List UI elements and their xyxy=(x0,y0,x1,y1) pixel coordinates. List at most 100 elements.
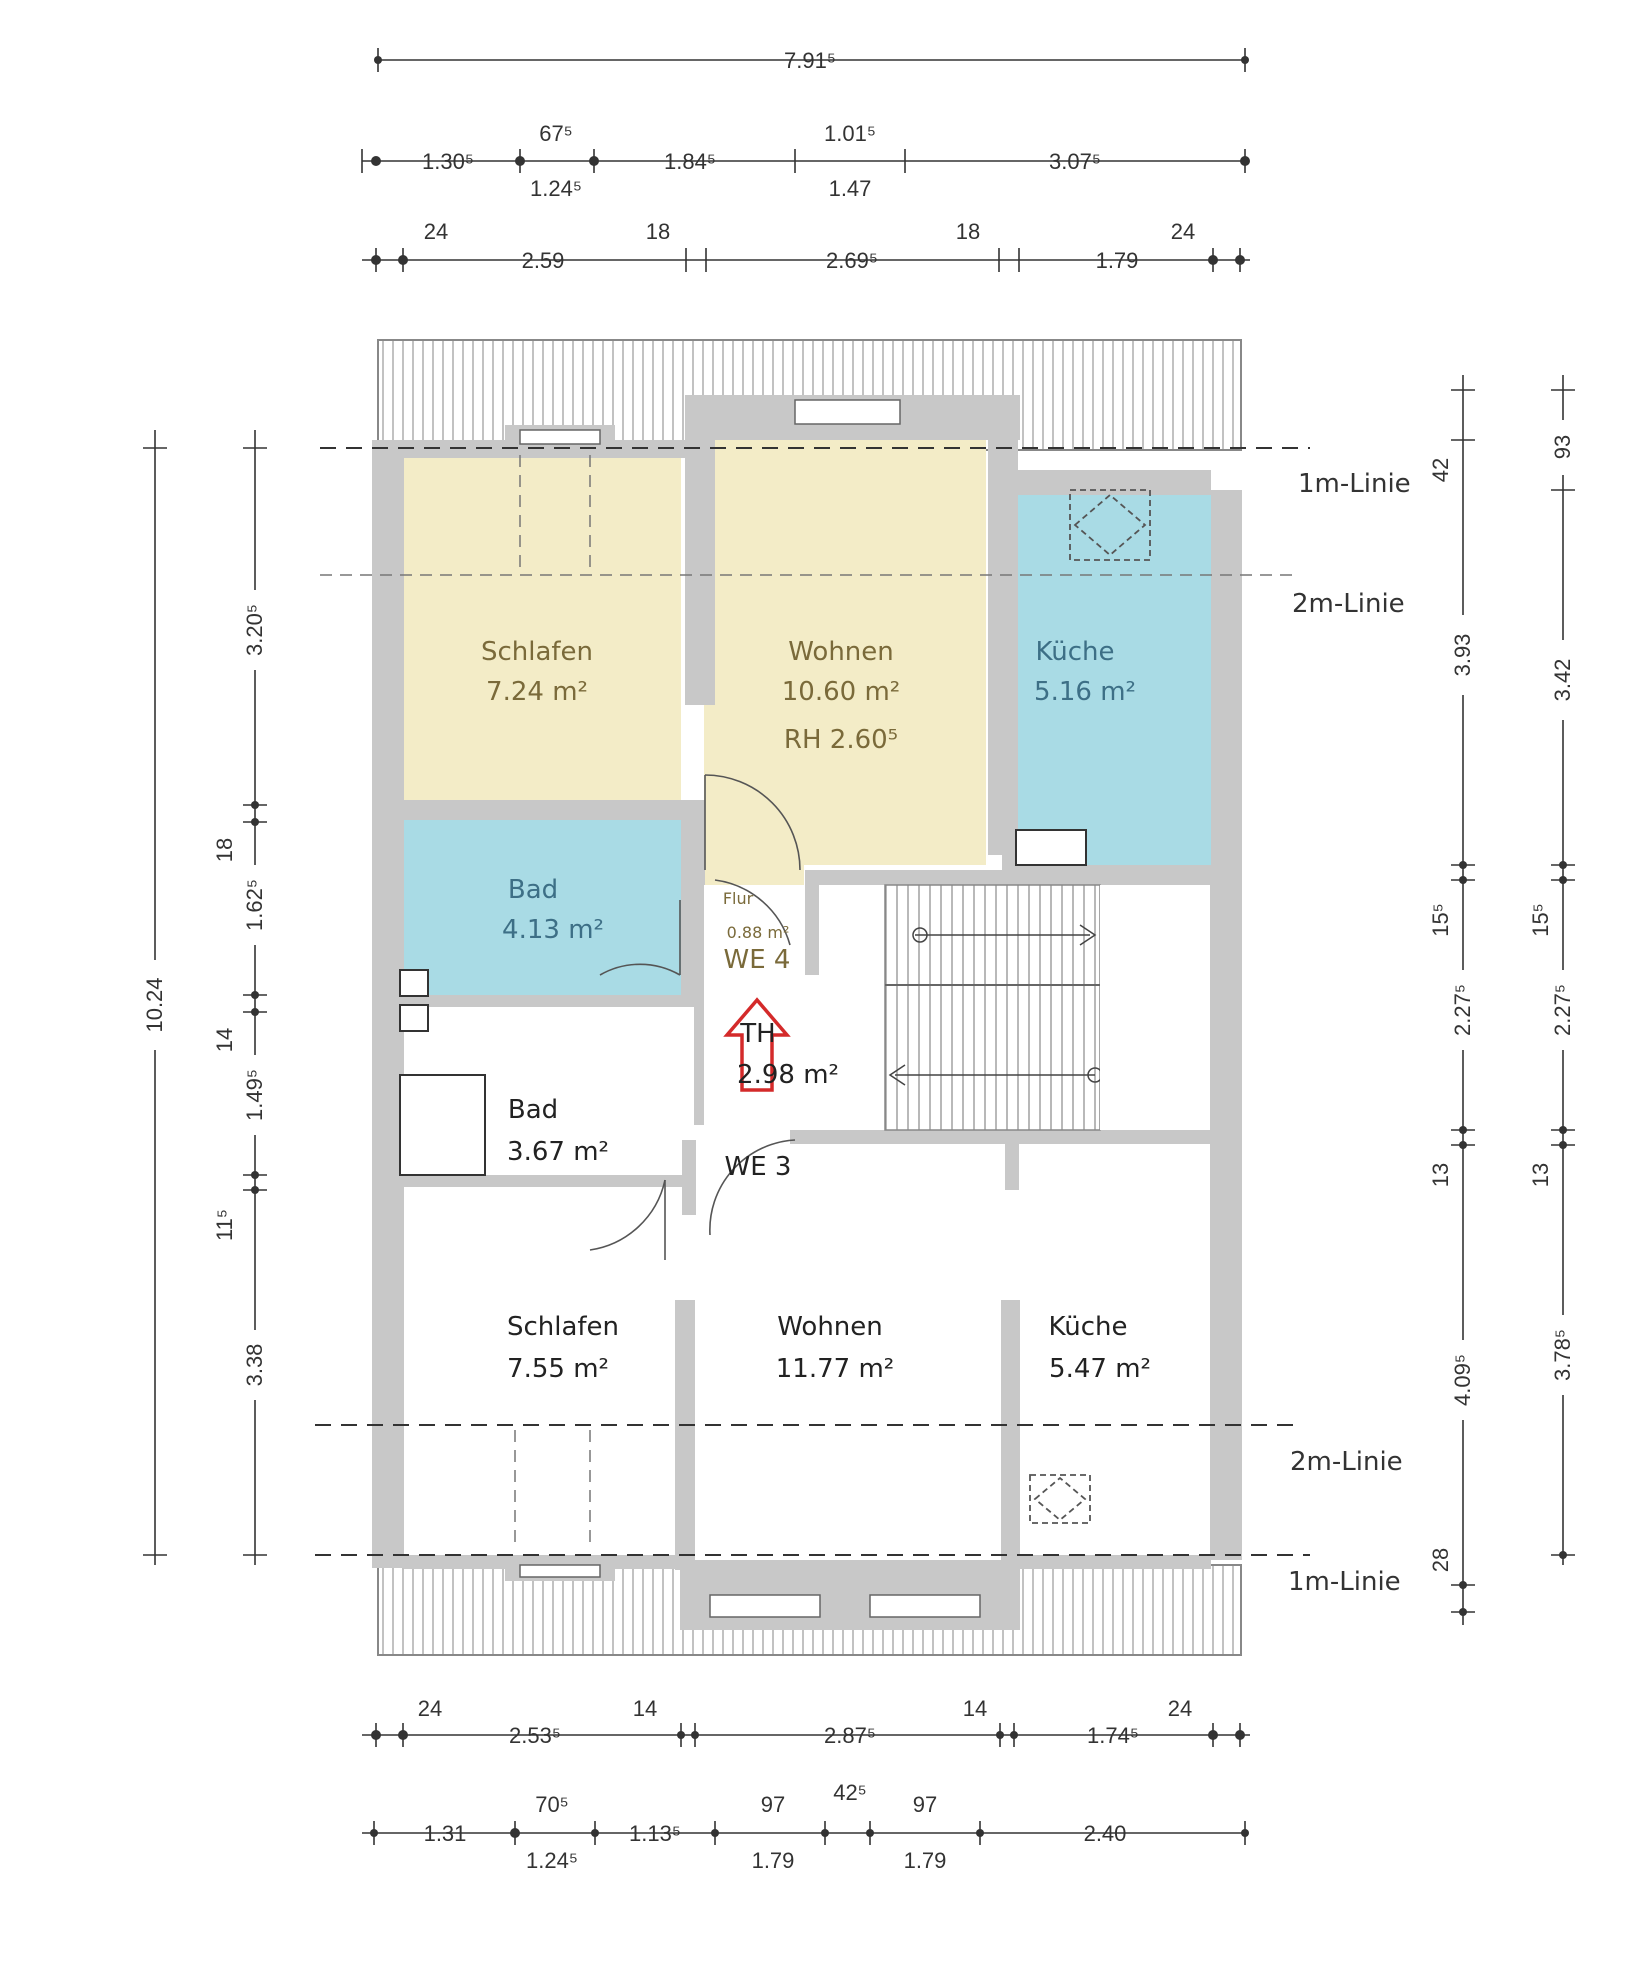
dim-left-3: 1.49⁵ xyxy=(242,1069,267,1121)
dim-bottom-lower-3: 1.79 xyxy=(904,1848,947,1873)
dim-bottom-wall-1: 24 xyxy=(418,1696,442,1721)
stair-arrow-head-up xyxy=(1079,924,1097,946)
dim-bottom-lower-2: 1.79 xyxy=(752,1848,795,1873)
dim-right-outer-4: 2.27⁵ xyxy=(1550,984,1575,1036)
stair-arrow-head-down xyxy=(888,1064,906,1086)
label-th-area: 2.98 m² xyxy=(737,1060,839,1090)
dim-left-4: 3.38 xyxy=(242,1344,267,1387)
left-dim-gap-4 xyxy=(240,1055,270,1135)
left-dim-gap-2 xyxy=(240,590,270,670)
label-we3-wohnen-name: Wohnen xyxy=(777,1312,883,1342)
room-we3-schlafen xyxy=(404,1187,674,1555)
windows xyxy=(519,399,981,1618)
roof-window-symbols xyxy=(1029,489,1151,1524)
dim-bottom-room-2: 2.87⁵ xyxy=(824,1723,876,1748)
label-we4-bad-area: 4.13 m² xyxy=(502,915,604,945)
dim-right-inner-6: 4.09⁵ xyxy=(1450,1354,1475,1406)
dim-bottom-wall-4: 24 xyxy=(1168,1696,1192,1721)
dim-right-inner-5: 13 xyxy=(1428,1163,1453,1187)
staircase xyxy=(884,884,1101,1131)
right-inner-gap-1 xyxy=(1448,615,1478,695)
dim-bottom-main-2: 1.13⁵ xyxy=(629,1821,681,1846)
dim-right-outer-2: 3.42 xyxy=(1550,659,1575,702)
wall-right xyxy=(1210,490,1242,1560)
bottom-dimension-dots xyxy=(370,1730,1249,1838)
room-we4-wohnen xyxy=(704,440,986,865)
label-1m-linie-bottom: 1m-Linie xyxy=(1288,1567,1401,1597)
dim-left-total: 10.24 xyxy=(142,977,167,1032)
label-we4-flur-area: 0.88 m² xyxy=(727,923,790,942)
dim-bottom-upper-1: 70⁵ xyxy=(535,1792,569,1817)
dim-bottom-upper-4: 97 xyxy=(913,1792,937,1817)
dim-top-upper-2: 1.01⁵ xyxy=(824,121,876,146)
label-we4-bad-name: Bad xyxy=(508,875,558,905)
dim-top-room-1: 2.59 xyxy=(522,248,565,273)
left-dim-gap-3 xyxy=(240,865,270,945)
dim-top-wall-3: 18 xyxy=(956,219,980,244)
label-we4: WE 4 xyxy=(724,945,791,975)
roof-height-lines xyxy=(315,447,1310,1556)
top-dimensions xyxy=(361,48,1250,272)
right-inner-gap-3 xyxy=(1448,1340,1478,1420)
label-we4-schlafen-name: Schlafen xyxy=(481,637,593,667)
dim-right-outer-6: 3.78⁵ xyxy=(1550,1329,1575,1381)
label-we4-wohnen-rh: RH 2.60⁵ xyxy=(784,725,898,755)
right-outer-gap-3 xyxy=(1548,970,1578,1050)
label-we3-wohnen-area: 11.77 m² xyxy=(776,1354,894,1384)
label-2m-linie-top: 2m-Linie xyxy=(1292,589,1405,619)
dim-top-main-3: 3.07⁵ xyxy=(1049,149,1101,174)
dim-right-outer-3: 15⁵ xyxy=(1528,903,1553,937)
we3-bathroom-fixtures xyxy=(399,969,486,1176)
right-outer-gap-1 xyxy=(1548,420,1578,475)
label-we3: WE 3 xyxy=(725,1152,792,1182)
stair-side-space xyxy=(1100,885,1210,1130)
kueche-fixture xyxy=(1015,829,1087,866)
left-dimension-dots xyxy=(251,801,259,1194)
room-th xyxy=(704,885,804,1130)
label-th-name: TH xyxy=(739,1019,775,1049)
dim-top-wall-1: 24 xyxy=(424,219,448,244)
label-we4-kueche-name: Küche xyxy=(1035,637,1114,667)
dim-right-inner-4: 2.27⁵ xyxy=(1450,984,1475,1036)
label-we3-bad-name: Bad xyxy=(508,1095,558,1125)
dim-top-wall-4: 24 xyxy=(1171,219,1195,244)
label-2m-linie-bottom: 2m-Linie xyxy=(1290,1447,1403,1477)
dim-bottom-main-1: 1.31 xyxy=(424,1821,467,1846)
room-we3-wohnen xyxy=(696,1187,1001,1560)
dim-top-upper-1: 67⁵ xyxy=(539,121,573,146)
dim-right-inner-1: 42 xyxy=(1428,458,1453,482)
label-we3-bad-area: 3.67 m² xyxy=(507,1137,609,1167)
doors xyxy=(589,774,801,1260)
bottom-dimensions xyxy=(362,1723,1250,1845)
dim-bottom-wall-2: 14 xyxy=(633,1696,657,1721)
stair-start-up xyxy=(912,927,928,943)
dim-bottom-wall-3: 14 xyxy=(963,1696,987,1721)
room-we4-schlafen xyxy=(404,455,681,805)
dim-bottom-room-3: 1.74⁵ xyxy=(1087,1723,1139,1748)
room-we4-kueche xyxy=(1016,495,1211,865)
room-we3-kueche xyxy=(1020,1144,1210,1555)
dim-top-room-3: 1.79 xyxy=(1096,248,1139,273)
dim-top-room-2: 2.69⁵ xyxy=(826,248,878,273)
dim-top-main-2: 1.84⁵ xyxy=(664,149,716,174)
dim-bottom-main-3: 2.40 xyxy=(1084,1821,1127,1846)
right-dimension-dots xyxy=(1459,861,1567,1616)
label-we4-flur-name: Flur xyxy=(723,889,754,908)
label-we3-kueche-name: Küche xyxy=(1048,1312,1127,1342)
left-dim-gap-5 xyxy=(240,1330,270,1400)
dim-right-inner-2: 3.93 xyxy=(1450,634,1475,677)
label-we4-wohnen-name: Wohnen xyxy=(788,637,894,667)
entrance-arrow-icon xyxy=(723,997,791,1092)
label-we3-kueche-area: 5.47 m² xyxy=(1049,1354,1151,1384)
dim-top-lower-2: 1.47 xyxy=(829,176,872,201)
dim-right-inner-3: 15⁵ xyxy=(1428,903,1453,937)
label-we4-wohnen-area: 10.60 m² xyxy=(782,677,900,707)
dim-top-wall-2: 18 xyxy=(646,219,670,244)
dim-left-small-1: 18 xyxy=(212,838,237,862)
dim-total-width: 7.91⁵ xyxy=(784,48,836,73)
dim-left-2: 1.62⁵ xyxy=(242,879,267,931)
label-we3-schlafen-area: 7.55 m² xyxy=(507,1354,609,1384)
dim-bottom-room-1: 2.53⁵ xyxy=(509,1723,561,1748)
dim-bottom-upper-2: 97 xyxy=(761,1792,785,1817)
